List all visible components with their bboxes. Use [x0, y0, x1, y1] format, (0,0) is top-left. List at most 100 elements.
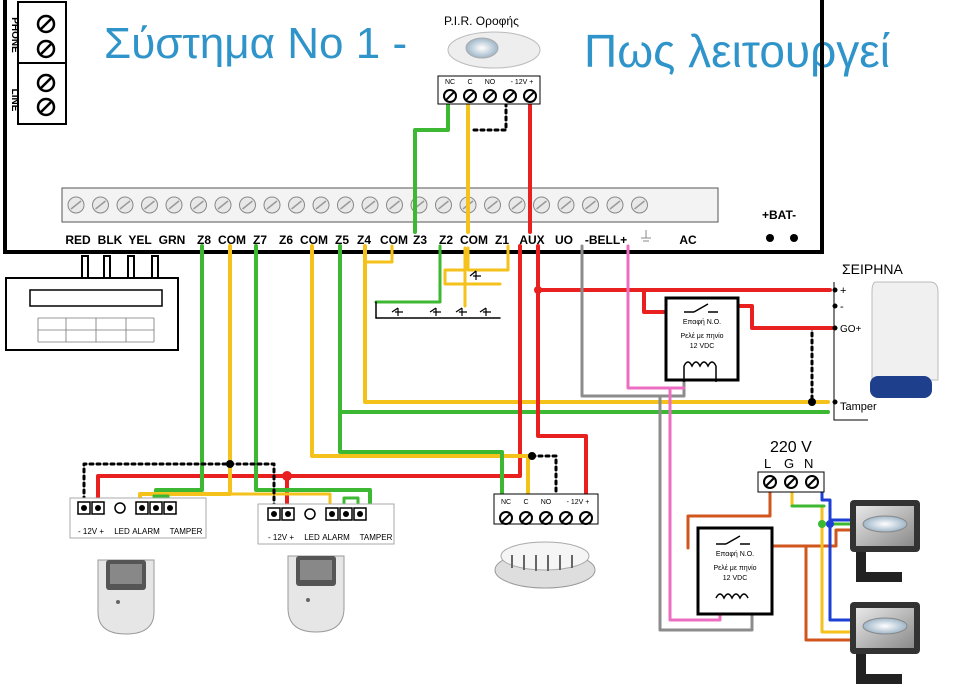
wire-black-dotted	[472, 98, 508, 132]
wire-orange	[756, 544, 852, 642]
strip-screw-icon	[288, 196, 305, 214]
wire-green	[413, 98, 450, 234]
strip-screw-icon	[312, 196, 330, 214]
led-icon	[114, 502, 126, 514]
contact-symbols	[391, 270, 491, 316]
relay-1-contact-label: Επαφή N.O.	[683, 319, 721, 326]
terminal-label: - 12V +	[268, 533, 294, 542]
battery-label: +BAT-	[762, 208, 796, 222]
battery-terminals: +BAT-	[762, 208, 798, 242]
battery-terminal-icon	[790, 234, 798, 242]
terminal-label: COM	[300, 233, 328, 247]
siren-title: ΣΕΙΡΗΝΑ	[842, 261, 903, 277]
terminal-label: LED	[114, 527, 130, 536]
keypad	[5, 255, 179, 351]
siren: ΣΕΙΡΗΝΑ + - GO+ Tamper	[832, 261, 939, 421]
wire-black-dotted	[82, 462, 276, 510]
line-label: LINE	[9, 89, 20, 112]
terminal-label: ALARM	[132, 527, 160, 536]
wire-yellow	[443, 268, 502, 286]
strip-screw-icon	[263, 196, 281, 214]
battery-terminal-icon	[766, 234, 774, 242]
terminal-label: COM	[460, 233, 488, 247]
screw-terminal-icon	[463, 89, 477, 103]
wire-orange	[804, 528, 852, 548]
strip-screw-icon	[361, 196, 379, 214]
wire-black-dotted	[810, 326, 837, 404]
screw-terminal-icon	[519, 511, 533, 525]
screw-terminal-icon	[36, 73, 56, 93]
mains-terminal-g: G	[784, 456, 794, 471]
terminal-label: YEL	[128, 233, 151, 247]
terminal-label: Z5	[335, 233, 349, 247]
relay-2: Επαφή N.O. Ρελέ με πηνίο 12 VDC	[696, 526, 774, 616]
strip-screw-icon	[67, 196, 85, 214]
relay-2-contact-label: Επαφή N.O.	[716, 551, 754, 558]
strip-screw-icon	[582, 196, 599, 214]
wire-green	[338, 410, 504, 502]
terminal-label: NO	[485, 79, 496, 86]
terminal-label: COM	[218, 233, 246, 247]
wire-yellow	[310, 244, 530, 502]
relay-coil-icon	[683, 361, 717, 368]
wire-yellow	[363, 244, 830, 404]
wire-junctions	[226, 286, 834, 528]
terminal-label: - 12V +	[567, 499, 590, 506]
strip-screw-icon	[239, 196, 256, 214]
terminal-label: - 12V +	[78, 527, 104, 536]
relay-1: Επαφή N.O. Ρελέ με πηνίο 12 VDC	[664, 296, 740, 382]
strip-screw-icon	[606, 196, 624, 214]
terminal-label: COM	[380, 233, 408, 247]
strip-screw-icon	[557, 196, 575, 214]
alarm-control-panel	[3, 0, 824, 254]
strip-screw-icon	[116, 196, 134, 214]
wire-yellow	[228, 492, 332, 510]
terminal-label: NC	[501, 499, 511, 506]
strip-screw-icon	[386, 196, 403, 214]
terminal-label: RED	[65, 233, 91, 247]
pir-ceiling-title: P.I.R. Οροφής	[444, 14, 519, 28]
relay-1-coil-label: Ρελέ με πηνίο	[680, 332, 723, 340]
terminal-label: -BELL+	[585, 233, 627, 247]
terminal-label: Z2	[439, 233, 453, 247]
wire-red	[96, 244, 522, 502]
terminal-label: AC	[679, 233, 697, 247]
mains-terminal-l: L	[764, 456, 771, 471]
screw-terminal-icon	[499, 511, 513, 525]
wire-blue	[810, 482, 852, 622]
strip-screw-icon	[337, 196, 354, 214]
screw-terminal-icon	[784, 475, 798, 489]
screw-terminal-icon	[483, 89, 497, 103]
strip-screw-icon	[508, 196, 526, 214]
strip-screw-icon	[214, 196, 232, 214]
mains-terminal-n: N	[804, 456, 813, 471]
terminal-label: TAMPER	[360, 533, 393, 542]
strip-screw-icon	[533, 196, 550, 214]
wire-green	[374, 244, 442, 304]
wire-black-dotted	[530, 454, 558, 502]
screw-terminal-icon	[36, 39, 56, 59]
terminal-label: NO	[541, 499, 552, 506]
wire-pink	[626, 244, 686, 390]
strip-screw-icon	[165, 196, 183, 214]
screw-terminal-icon	[805, 475, 819, 489]
screw-terminal-icon	[523, 89, 537, 103]
siren-terminal-tamper: Tamper	[840, 401, 877, 413]
terminal-label: GRN	[159, 233, 186, 247]
led-icon	[304, 508, 316, 520]
terminal-label: Z7	[253, 233, 267, 247]
lamp-icon	[862, 617, 908, 635]
screw-terminal-icon	[503, 89, 517, 103]
relay-coil-icon	[715, 593, 749, 600]
phone-line-terminal-block: PHONE LINE	[9, 1, 67, 125]
strip-screw-icon	[435, 196, 452, 214]
siren-strobe-icon	[870, 376, 932, 398]
terminal-label: Z8	[197, 233, 211, 247]
terminal-label: BLK	[98, 233, 123, 247]
terminal-label: Z1	[495, 233, 509, 247]
strip-screw-icon	[141, 196, 158, 214]
terminal-label: ALARM	[322, 533, 350, 542]
